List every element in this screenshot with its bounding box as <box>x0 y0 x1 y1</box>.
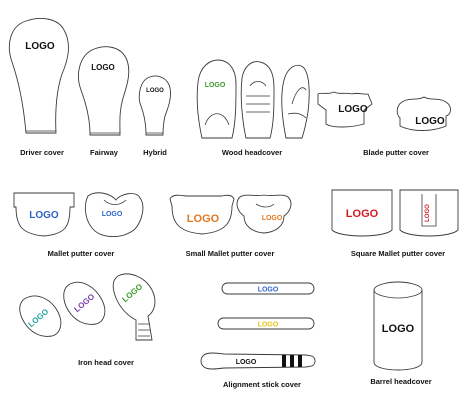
mallet-cover-back: LOGO <box>84 192 144 237</box>
barrel-headcover: LOGO <box>373 281 423 371</box>
caption-iron: Iron head cover <box>78 358 134 367</box>
alignment-logo-3: LOGO <box>236 359 257 366</box>
caption-square-mallet: Square Mallet putter cover <box>351 249 445 258</box>
blade-cover-front: LOGO <box>317 91 373 128</box>
square-mallet-cover-back: LOGO <box>399 189 459 237</box>
driver-logo: LOGO <box>25 41 55 52</box>
small-mallet-cover-back: LOGO <box>236 194 292 234</box>
iron-cover-1: LOGO <box>19 295 62 337</box>
alignment-stick-1: LOGO <box>221 282 315 295</box>
driver-cover: LOGO <box>8 18 69 134</box>
square-mallet-logo-back: LOGO <box>425 204 431 222</box>
caption-mallet: Mallet putter cover <box>48 249 115 258</box>
caption-small-mallet: Small Mallet putter cover <box>186 249 275 258</box>
wood-logo: LOGO <box>205 82 226 89</box>
iron-cover-3: LOGO <box>112 273 156 341</box>
mallet-logo-back: LOGO <box>102 211 123 218</box>
fairway-cover: LOGO <box>78 46 130 136</box>
mallet-logo-front: LOGO <box>29 210 59 221</box>
fairway-logo: LOGO <box>91 63 115 72</box>
blade-cover-back: LOGO <box>396 96 451 131</box>
alignment-logo-2: LOGO <box>258 322 279 329</box>
stick-stripe-3 <box>298 355 302 367</box>
iron-cover-2: LOGO <box>63 281 106 325</box>
alignment-stick-3: LOGO <box>200 352 316 370</box>
small-mallet-cover-front: LOGO <box>169 194 235 235</box>
stick-stripe-1 <box>282 355 286 367</box>
caption-barrel: Barrel headcover <box>370 377 431 386</box>
caption-wood: Wood headcover <box>222 148 282 157</box>
square-mallet-logo-front: LOGO <box>346 208 379 220</box>
caption-blade: Blade putter cover <box>363 148 429 157</box>
blade-logo-front: LOGO <box>338 104 368 115</box>
wood-headcover-back <box>240 61 275 139</box>
small-mallet-logo-front: LOGO <box>187 213 220 225</box>
hybrid-cover: LOGO <box>138 75 171 136</box>
alignment-logo-1: LOGO <box>258 287 279 294</box>
alignment-stick-2: LOGO <box>217 317 315 330</box>
caption-driver: Driver cover <box>20 148 64 157</box>
mallet-cover-front: LOGO <box>13 192 75 237</box>
hybrid-logo: LOGO <box>146 88 164 94</box>
caption-fairway: Fairway <box>90 148 119 157</box>
small-mallet-logo-back: LOGO <box>262 215 283 222</box>
wood-headcover-front: LOGO <box>196 59 237 139</box>
caption-hybrid: Hybrid <box>143 148 167 157</box>
barrel-logo: LOGO <box>382 323 415 335</box>
stick-stripe-2 <box>290 355 294 367</box>
wood-headcover-side <box>281 64 310 139</box>
square-mallet-cover-front: LOGO <box>331 189 393 237</box>
blade-logo-back: LOGO <box>415 116 445 127</box>
caption-alignment: Alignment stick cover <box>223 380 301 389</box>
